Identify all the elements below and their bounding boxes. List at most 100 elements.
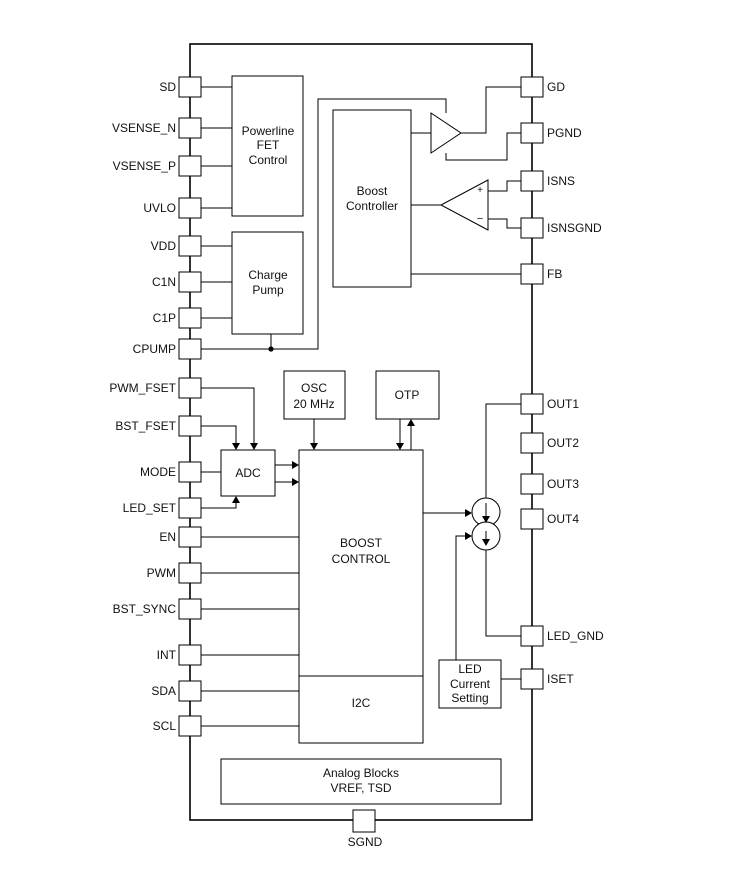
arrow-head <box>232 496 240 503</box>
block-outline <box>298 449 424 744</box>
pin-pad <box>352 809 376 833</box>
wire-out1 <box>485 403 521 498</box>
block-outline <box>231 75 304 217</box>
pin-label: OUT1 <box>547 397 579 411</box>
pin-label: SCL <box>153 719 177 733</box>
block-label-line: BOOST <box>340 536 383 550</box>
arrow-head <box>396 443 404 450</box>
block-label-line: Charge <box>248 268 288 282</box>
pin-label: PWM_FSET <box>109 381 176 395</box>
pin-pad <box>178 197 202 219</box>
pin-gd: GD <box>520 76 565 98</box>
current-sense-amplifier: + − <box>439 179 489 231</box>
block-label-line: Pump <box>252 283 284 297</box>
arrow-head <box>232 443 240 450</box>
block-label-line: Boost <box>357 184 388 198</box>
pin-pad <box>178 598 202 620</box>
pin-pad <box>520 263 544 285</box>
arrow-head <box>310 443 318 450</box>
boost-control-block: BOOST CONTROL I2C <box>298 449 424 744</box>
block-label-line: Control <box>249 153 288 167</box>
wire-led-gnd <box>485 550 521 637</box>
arrow-head <box>407 419 415 426</box>
otp-block: OTP <box>375 370 440 420</box>
pin-label: UVLO <box>143 201 176 215</box>
block-label-line: LED <box>458 662 482 676</box>
pin-pad <box>520 432 544 454</box>
pin-pad <box>520 473 544 495</box>
arrow-head <box>482 539 490 546</box>
left-pins: SD VSENSE_N VSENSE_P UVLO VDD C1N C1P CP… <box>109 76 202 737</box>
pin-pad <box>178 562 202 584</box>
block-label-line: OSC <box>301 381 327 395</box>
pin-en: EN <box>159 526 202 548</box>
arrow-head <box>292 478 299 486</box>
pin-label: LED_SET <box>123 501 177 515</box>
boost-controller-block: Boost Controller <box>332 109 412 288</box>
pin-pad <box>520 668 544 690</box>
minus-input-label: − <box>477 213 483 225</box>
pin-pad <box>178 377 202 399</box>
arrow-head <box>292 461 299 469</box>
pin-out1: OUT1 <box>520 393 579 415</box>
pin-label: CPUMP <box>133 342 176 356</box>
arrow-head <box>482 516 490 523</box>
pin-pad <box>178 461 202 483</box>
pin-pad <box>178 715 202 737</box>
pin-isnsgnd: ISNSGND <box>520 217 602 239</box>
block-label-line: Controller <box>346 199 398 213</box>
block-label-line: FET <box>257 138 280 152</box>
block-outline <box>375 370 440 420</box>
pin-pad <box>178 415 202 437</box>
block-label-line: ADC <box>235 466 261 480</box>
pin-label: SD <box>159 80 176 94</box>
pin-label: OUT3 <box>547 477 579 491</box>
pin-pad <box>178 76 202 98</box>
pin-label: EN <box>159 530 176 544</box>
block-label-line: VREF, TSD <box>330 781 391 795</box>
pin-pad <box>178 155 202 177</box>
pin-pad <box>520 217 544 239</box>
pin-vsense-n: VSENSE_N <box>112 117 202 139</box>
i2c-label: I2C <box>352 696 371 710</box>
pin-pad <box>178 307 202 329</box>
block-outline <box>283 370 346 420</box>
pin-vdd: VDD <box>151 235 202 257</box>
pin-pad <box>178 497 202 519</box>
wire-cpump <box>201 98 447 350</box>
pin-label: C1N <box>152 275 176 289</box>
pin-pgnd: PGND <box>520 122 582 144</box>
wire-isnsgnd <box>488 218 521 229</box>
plus-input-label: + <box>477 185 483 196</box>
pin-pad <box>178 526 202 548</box>
adc-block: ADC <box>220 449 276 497</box>
block-label-line: Analog Blocks <box>323 766 399 780</box>
wire-pwm-fset <box>201 387 255 444</box>
pin-label: FB <box>547 267 562 281</box>
block-outline <box>231 231 304 335</box>
block-label-line: Powerline <box>242 124 295 138</box>
block-label-line: OTP <box>395 388 420 402</box>
pin-pad <box>178 338 202 360</box>
led-current-sources <box>471 497 501 551</box>
wire-led-set <box>201 502 237 509</box>
powerline-fet-control-block: Powerline FET Control <box>231 75 304 217</box>
analog-blocks: Analog Blocks VREF, TSD <box>220 758 502 805</box>
pin-pwm-fset: PWM_FSET <box>109 377 202 399</box>
pin-vsense-p: VSENSE_P <box>113 155 202 177</box>
junction-dot <box>268 346 274 352</box>
pin-label: PGND <box>547 126 582 140</box>
pin-pad <box>178 271 202 293</box>
pin-label: GD <box>547 80 565 94</box>
pin-pad <box>520 508 544 530</box>
pin-label: SDA <box>151 684 176 698</box>
pin-isns: ISNS <box>520 170 575 192</box>
pin-c1n: C1N <box>152 271 202 293</box>
pin-label: ISET <box>547 672 574 686</box>
pin-iset: ISET <box>520 668 574 690</box>
pin-label: ISNSGND <box>547 221 602 235</box>
pin-label: OUT4 <box>547 512 579 526</box>
pin-pad <box>178 680 202 702</box>
arrow-head <box>465 532 472 540</box>
